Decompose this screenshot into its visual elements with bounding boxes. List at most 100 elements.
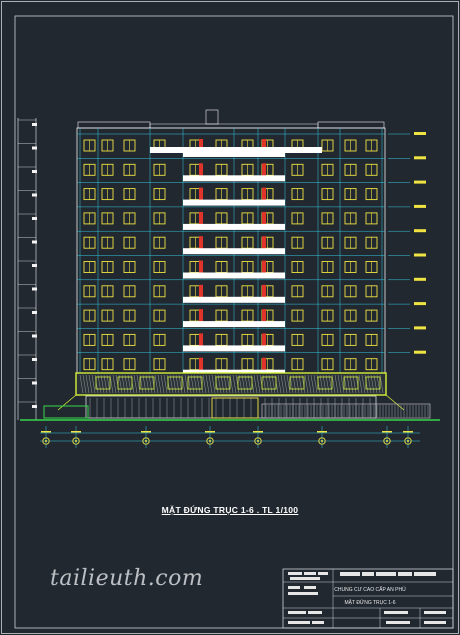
podium-hatch <box>91 374 96 394</box>
level-mark <box>32 287 37 291</box>
balcony-accent <box>262 163 266 177</box>
level-mark <box>32 358 37 361</box>
level-marker <box>414 326 426 330</box>
podium-hatch <box>118 374 123 394</box>
podium-hatch <box>103 374 108 394</box>
podium-hatch <box>175 374 180 394</box>
podium-hatch <box>322 374 327 394</box>
dimension-tick <box>382 431 392 433</box>
dimension-tick <box>317 431 327 433</box>
podium-hatch <box>313 374 318 394</box>
podium-hatch <box>109 374 114 394</box>
podium-hatch <box>133 374 138 394</box>
podium-hatch <box>316 374 321 394</box>
podium-hatch <box>154 374 159 394</box>
podium-hatch <box>268 374 273 394</box>
balcony-accent <box>199 163 203 177</box>
fence-right <box>261 403 431 419</box>
podium-hatch <box>220 374 225 394</box>
podium-hatch <box>130 374 135 394</box>
balcony-slab <box>183 345 285 352</box>
level-mark <box>32 264 37 267</box>
podium-hatch <box>352 374 357 394</box>
podium-window <box>187 376 203 390</box>
title-block-text <box>424 611 446 614</box>
dimension-tick <box>41 431 51 433</box>
podium-hatch <box>136 374 141 394</box>
title-block-text <box>288 592 318 595</box>
podium-window <box>365 376 381 390</box>
title-block-sheet-name: MẶT ĐỨNG TRỤC 1-6 <box>344 600 396 606</box>
podium-hatch <box>283 374 288 394</box>
podium-hatch <box>262 374 267 394</box>
balcony-slab <box>183 223 285 230</box>
watermark: tailieuth.com <box>50 566 204 591</box>
balcony-accent <box>262 357 266 371</box>
podium-hatch <box>247 374 252 394</box>
axis-bubble <box>254 437 262 445</box>
axis-bubble <box>72 437 80 445</box>
dimension-tick <box>71 431 81 433</box>
podium-hatch <box>301 374 306 394</box>
title-block-text <box>424 621 446 624</box>
podium-hatch <box>328 374 333 394</box>
sheet-inner-border <box>14 15 454 629</box>
podium-hatch <box>139 374 144 394</box>
podium-hatch <box>355 374 360 394</box>
podium-hatch <box>364 374 369 394</box>
podium-hatch <box>259 374 264 394</box>
podium-hatch <box>241 374 246 394</box>
balcony-accent <box>262 187 266 201</box>
axis-dot <box>386 440 388 442</box>
podium-window <box>95 376 111 390</box>
podium-window <box>317 376 333 390</box>
podium-hatch <box>265 374 270 394</box>
podium-hatch <box>370 374 375 394</box>
podium-hatch <box>373 374 378 394</box>
podium-hatch <box>337 374 342 394</box>
level-mark <box>32 240 37 244</box>
podium-hatch <box>376 374 381 394</box>
podium-hatch <box>121 374 126 394</box>
title-block-text <box>340 572 360 576</box>
balcony-accent <box>199 309 203 323</box>
podium-hatch <box>178 374 183 394</box>
main-entrance <box>211 397 259 419</box>
balcony-accent <box>262 309 266 323</box>
podium-hatch <box>226 374 231 394</box>
title-block-text <box>288 621 310 624</box>
podium-hatch <box>367 374 372 394</box>
axis-dot <box>407 440 409 442</box>
podium-hatch <box>250 374 255 394</box>
podium-hatch <box>304 374 309 394</box>
dimension-tick <box>403 431 413 433</box>
podium-hatch <box>343 374 348 394</box>
podium-hatch <box>319 374 324 394</box>
balcony-accent <box>199 236 203 250</box>
level-marker <box>414 180 426 184</box>
dimension-tick <box>253 431 263 433</box>
level-mark <box>32 381 37 385</box>
podium-hatch <box>145 374 150 394</box>
podium-hatch <box>280 374 285 394</box>
podium-hatch <box>79 374 84 394</box>
podium-hatch <box>307 374 312 394</box>
planter-left <box>43 405 89 419</box>
roof-parapet-right <box>317 121 385 129</box>
podium-hatch <box>358 374 363 394</box>
balcony-accent <box>199 187 203 201</box>
podium-hatch <box>115 374 120 394</box>
title-block-text <box>318 572 328 575</box>
podium-hatch <box>289 374 294 394</box>
podium-window <box>167 376 183 390</box>
balcony-accent <box>262 236 266 250</box>
podium-hatch <box>214 374 219 394</box>
balcony-slab <box>183 321 285 328</box>
podium-hatch <box>211 374 216 394</box>
title-block <box>282 568 454 629</box>
title-block-text <box>290 577 320 580</box>
balcony-accent <box>199 357 203 371</box>
podium-hatch <box>271 374 276 394</box>
